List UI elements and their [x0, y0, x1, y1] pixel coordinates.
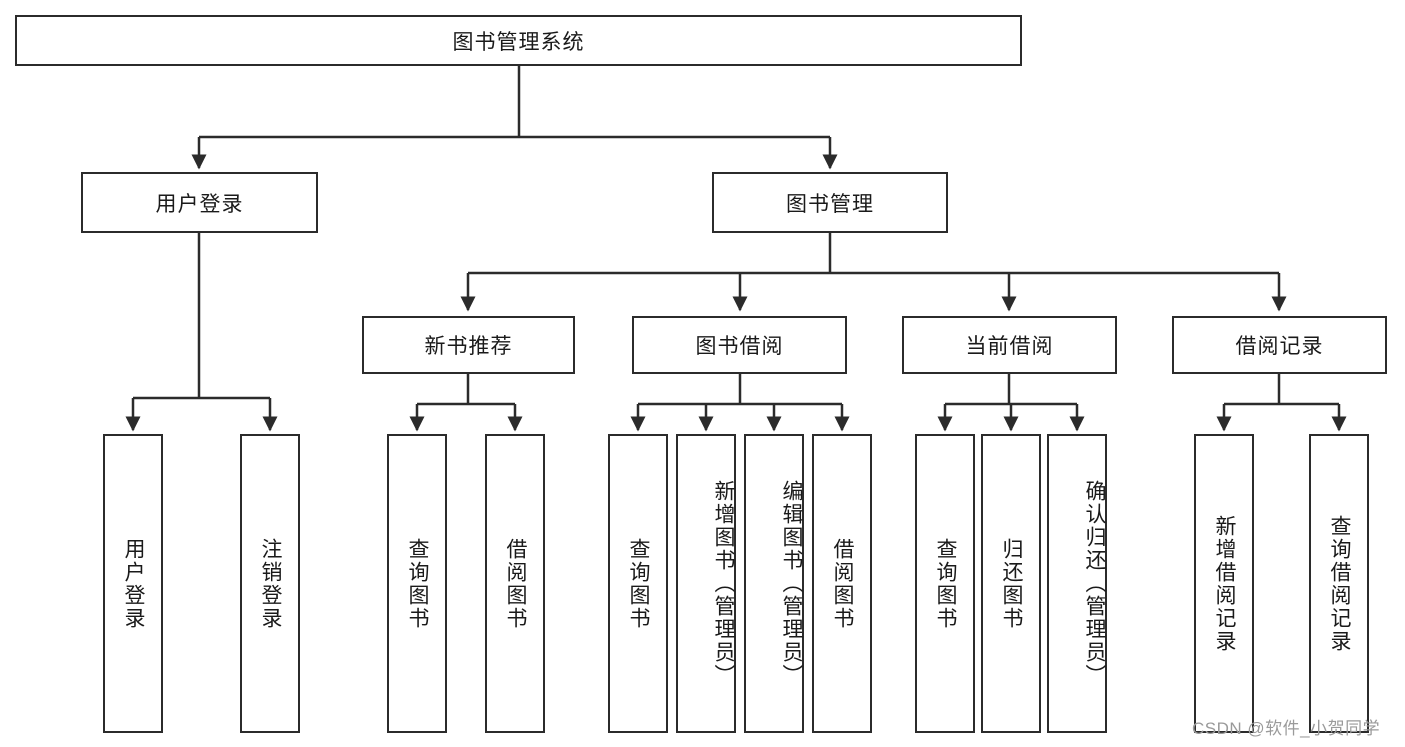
node-label: 查询图书 [627, 537, 651, 630]
node-leaf-borrow-book-1[interactable]: 借阅图书 [485, 434, 545, 733]
node-label: 编辑图书（管理员） [780, 480, 803, 687]
node-label: 借阅图书 [831, 537, 855, 630]
node-label: 当前借阅 [965, 335, 1054, 358]
node-label: 新增图书（管理员） [712, 480, 735, 687]
node-leaf-add-book-admin[interactable]: 新增图书（管理员） [676, 434, 736, 733]
node-leaf-return-book[interactable]: 归还图书 [981, 434, 1041, 733]
node-leaf-add-borrow-record[interactable]: 新增借阅记录 [1194, 434, 1254, 733]
node-new-book-recommend[interactable]: 新书推荐 [362, 316, 575, 374]
node-label: 图书管理系统 [452, 30, 585, 54]
node-label: 查询借阅记录 [1328, 514, 1352, 653]
node-user-login[interactable]: 用户登录 [81, 172, 318, 233]
node-label: 确认归还（管理员） [1083, 480, 1106, 687]
node-leaf-borrow-book-2[interactable]: 借阅图书 [812, 434, 872, 733]
node-leaf-query-borrow-record[interactable]: 查询借阅记录 [1309, 434, 1369, 733]
node-label: 查询图书 [934, 537, 958, 630]
node-leaf-logout-login[interactable]: 注销登录 [240, 434, 300, 733]
node-label: 查询图书 [406, 537, 430, 630]
node-leaf-query-book-3[interactable]: 查询图书 [915, 434, 975, 733]
node-leaf-edit-book-admin[interactable]: 编辑图书（管理员） [744, 434, 804, 733]
node-label: 归还图书 [1000, 537, 1024, 630]
node-current-borrow[interactable]: 当前借阅 [902, 316, 1117, 374]
node-label: 借阅图书 [504, 537, 528, 630]
csdn-watermark: CSDN @软件_小贺同学 [1192, 719, 1381, 738]
node-label: 注销登录 [259, 537, 283, 630]
node-label: 图书管理 [786, 192, 874, 216]
node-leaf-query-book-2[interactable]: 查询图书 [608, 434, 668, 733]
node-leaf-confirm-return-admin[interactable]: 确认归还（管理员） [1047, 434, 1107, 733]
node-book-manage[interactable]: 图书管理 [712, 172, 948, 233]
node-borrow-record[interactable]: 借阅记录 [1172, 316, 1387, 374]
node-leaf-user-login[interactable]: 用户登录 [103, 434, 163, 733]
node-label: 用户登录 [122, 537, 146, 630]
node-book-management-system[interactable]: 图书管理系统 [15, 15, 1022, 66]
node-label: 新增借阅记录 [1213, 514, 1237, 653]
node-label: 新书推荐 [424, 335, 513, 358]
node-label: 借阅记录 [1235, 335, 1324, 358]
node-book-borrow[interactable]: 图书借阅 [632, 316, 847, 374]
node-label: 用户登录 [155, 192, 244, 216]
node-leaf-query-book-1[interactable]: 查询图书 [387, 434, 447, 733]
node-label: 图书借阅 [695, 335, 784, 358]
